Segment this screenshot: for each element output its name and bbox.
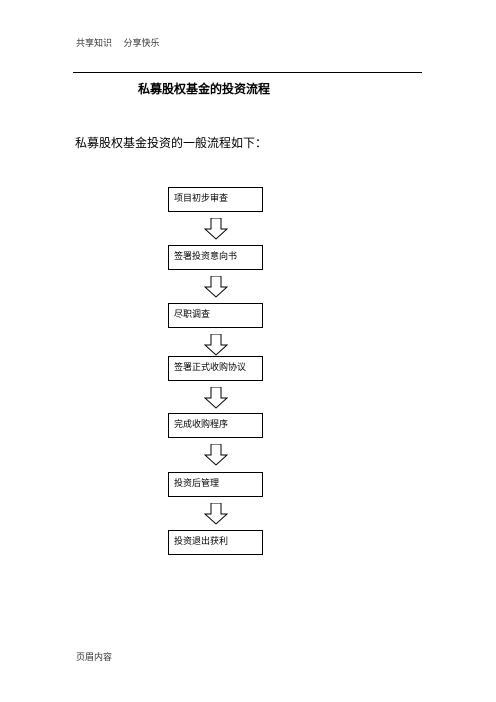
document-title: 私募股权基金的投资流程 — [138, 82, 271, 96]
page-footer-text: 页眉内容 — [76, 653, 113, 663]
down-arrow-icon — [204, 444, 228, 466]
flow-step-5: 完成收购程序 — [168, 413, 263, 438]
down-arrow-icon — [204, 276, 228, 298]
down-arrow-icon — [204, 334, 228, 356]
flow-step-3: 尽职调查 — [168, 303, 263, 328]
page-header-text: 共享知识 分享快乐 — [76, 39, 160, 49]
flow-step-4: 签署正式收购协议 — [168, 356, 263, 381]
down-arrow-icon — [204, 503, 228, 525]
down-arrow-icon — [204, 387, 228, 409]
header-rule — [73, 72, 422, 73]
flow-step-1: 项目初步审查 — [168, 187, 263, 212]
flow-step-7: 投资退出获利 — [168, 530, 263, 555]
intro-paragraph: 私募股权基金投资的一般流程如下： — [75, 136, 268, 150]
down-arrow-icon — [204, 218, 228, 240]
flow-step-2: 签署投资意向书 — [168, 245, 263, 270]
flow-step-6: 投资后管理 — [168, 472, 263, 497]
